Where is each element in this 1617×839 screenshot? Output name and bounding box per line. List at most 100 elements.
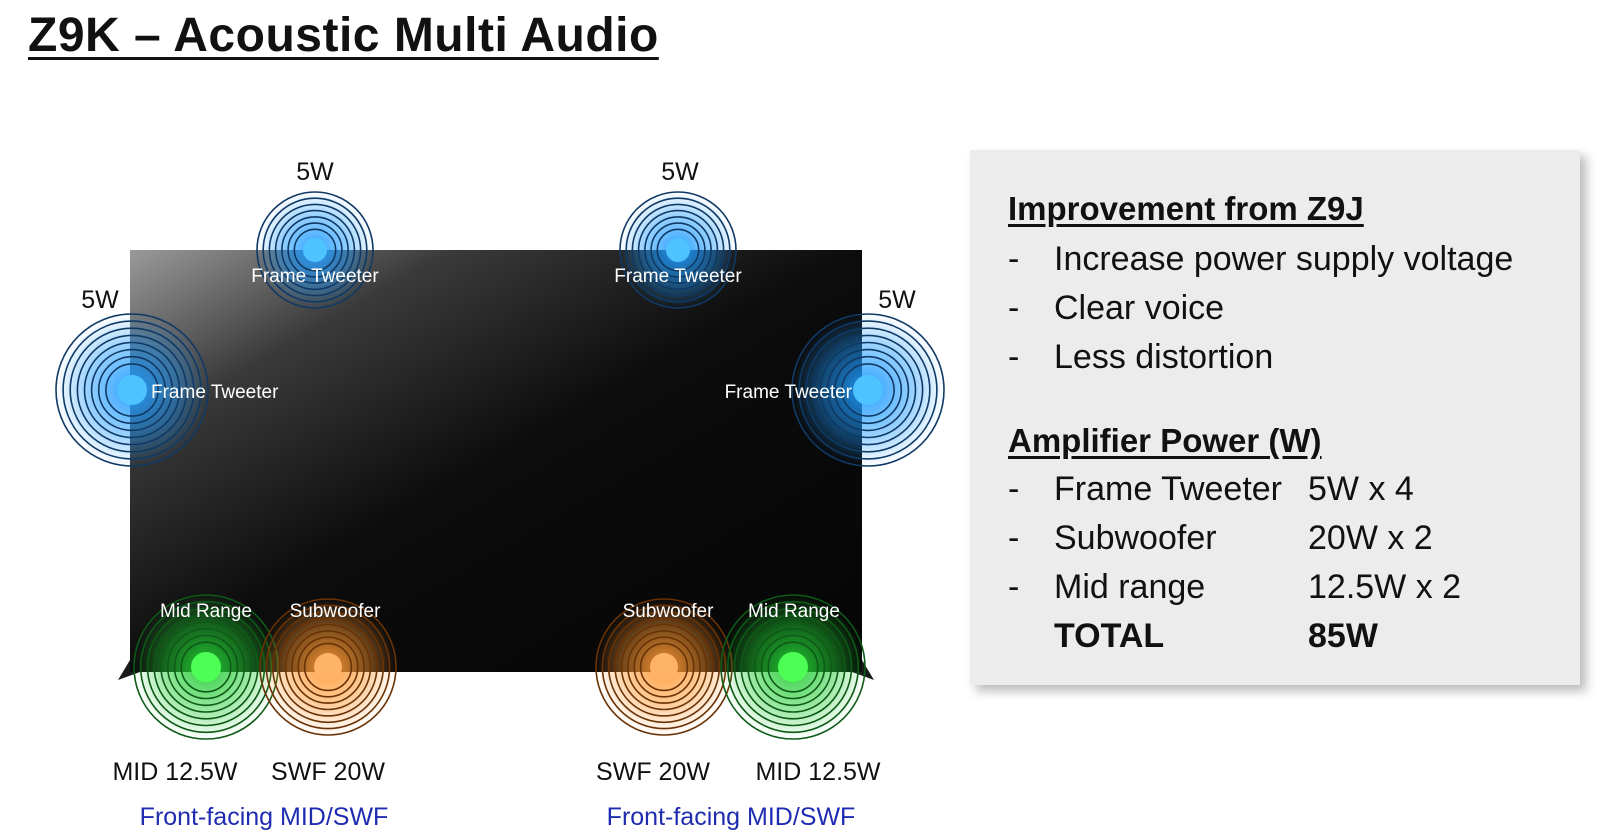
sound-wave-ring: [259, 598, 397, 736]
subwoofer-left: [259, 598, 397, 736]
tv-panel: [130, 250, 862, 672]
amplifier-name: Subwoofer: [1054, 519, 1217, 557]
tweeter-left-side: [55, 313, 209, 467]
power-label: SWF 20W: [271, 758, 385, 786]
sound-wave-ring: [631, 203, 725, 297]
sound-wave-ring: [833, 355, 903, 425]
amplifier-name: Frame Tweeter: [1054, 470, 1283, 508]
sound-wave-ring: [293, 228, 337, 272]
power-label: 5W: [878, 286, 916, 314]
sound-wave-ring: [97, 355, 167, 425]
sound-wave-ring: [265, 604, 391, 730]
bullet-dash: -: [1008, 470, 1020, 508]
sound-wave-ring: [76, 334, 188, 446]
speaker-label: Frame Tweeter: [725, 382, 853, 403]
sound-wave-ring: [281, 216, 349, 284]
page-title: Z9K – Acoustic Multi Audio: [28, 9, 659, 62]
tweeter-top-right: [619, 191, 737, 309]
sound-wave-ring: [656, 228, 700, 272]
bullet-dash: -: [1008, 338, 1020, 376]
sound-wave-ring: [819, 341, 917, 439]
amplifier-value: 20W x 2: [1308, 519, 1433, 557]
sound-wave-ring: [287, 222, 343, 278]
speaker-label: Frame Tweeter: [251, 266, 379, 287]
amplifier-name: Mid range: [1054, 568, 1206, 606]
sound-wave-ring: [760, 634, 826, 700]
sound-wave-ring: [747, 621, 839, 713]
sound-wave-ring: [841, 363, 895, 417]
power-label: 5W: [661, 158, 699, 186]
power-label: SWF 20W: [596, 758, 710, 786]
front-facing-label: Front-facing MID/SWF: [140, 803, 389, 831]
bullet-dash: -: [1008, 519, 1020, 557]
sound-wave-ring: [639, 642, 689, 692]
sound-wave-ring: [733, 607, 853, 727]
sound-wave-ring: [268, 203, 362, 297]
mid-range-left: [133, 594, 279, 740]
improvement-text: Clear voice: [1054, 289, 1225, 327]
sound-wave-ring: [753, 627, 833, 707]
sound-wave-ring: [767, 641, 819, 693]
speaker-label: Subwoofer: [623, 601, 715, 622]
sound-wave-ring: [69, 327, 195, 453]
amplifier-value: 12.5W x 2: [1308, 568, 1462, 606]
amplifier-value: 5W x 4: [1308, 470, 1414, 508]
improvement-text: Increase power supply voltage: [1054, 240, 1514, 278]
speaker-label: Mid Range: [160, 601, 252, 622]
sound-wave-ring: [644, 216, 712, 284]
subwoofer-right: [595, 598, 733, 736]
power-label: MID 12.5W: [755, 758, 880, 786]
speaker-label: Frame Tweeter: [614, 266, 742, 287]
sound-wave-ring: [291, 630, 365, 704]
sound-wave-ring: [160, 621, 252, 713]
sound-wave-ring: [271, 610, 385, 724]
sound-wave-ring: [90, 348, 174, 432]
sound-wave-ring: [740, 614, 846, 720]
improvement-text: Less distortion: [1054, 338, 1274, 376]
total-label: TOTAL: [1054, 617, 1165, 655]
tv-speaker-diagram: Frame Tweeter Frame Tweeter Frame Tweete…: [55, 158, 945, 831]
sound-wave-ring: [284, 623, 372, 711]
sound-wave-ring: [625, 197, 731, 303]
sound-wave-ring: [633, 636, 695, 698]
power-label: 5W: [296, 158, 334, 186]
sound-wave-ring: [812, 334, 924, 446]
speaker-label: Mid Range: [748, 601, 840, 622]
bullet-dash: -: [1008, 240, 1020, 278]
sound-wave-ring: [278, 617, 378, 717]
sound-wave-ring: [55, 313, 209, 467]
amplifier-heading: Amplifier Power (W): [1008, 422, 1322, 459]
sound-wave-ring: [297, 636, 359, 698]
front-facing-label: Front-facing MID/SWF: [607, 803, 856, 831]
improvement-heading: Improvement from Z9J: [1008, 190, 1364, 227]
speaker-label: Frame Tweeter: [151, 382, 279, 403]
tweeter-right-side: [791, 313, 945, 467]
sound-wave-ring: [619, 191, 737, 309]
sound-wave-ring: [805, 327, 931, 453]
sound-wave-ring: [166, 627, 246, 707]
bullet-dash: -: [1008, 568, 1020, 606]
total-value: 85W: [1308, 617, 1378, 655]
sound-wave-ring: [303, 642, 353, 692]
sound-wave-ring: [720, 594, 866, 740]
sound-wave-ring: [105, 363, 159, 417]
sound-wave-ring: [614, 617, 714, 717]
sound-wave-ring: [726, 600, 860, 734]
sound-wave-ring: [791, 313, 945, 467]
speaker-label: Subwoofer: [290, 601, 382, 622]
mid-range-right: [720, 594, 866, 740]
sound-wave-ring: [620, 623, 708, 711]
sound-wave-ring: [650, 222, 706, 278]
power-label: 5W: [81, 286, 119, 314]
sound-wave-ring: [256, 191, 374, 309]
sound-wave-ring: [627, 630, 701, 704]
tweeter-top-left: [256, 191, 374, 309]
sound-wave-ring: [153, 614, 259, 720]
sound-wave-ring: [173, 634, 239, 700]
sound-wave-ring: [180, 641, 232, 693]
bullet-dash: -: [1008, 289, 1020, 327]
sound-wave-ring: [262, 197, 368, 303]
sound-wave-ring: [637, 209, 719, 291]
sound-wave-ring: [274, 209, 356, 291]
sound-wave-ring: [83, 341, 181, 439]
